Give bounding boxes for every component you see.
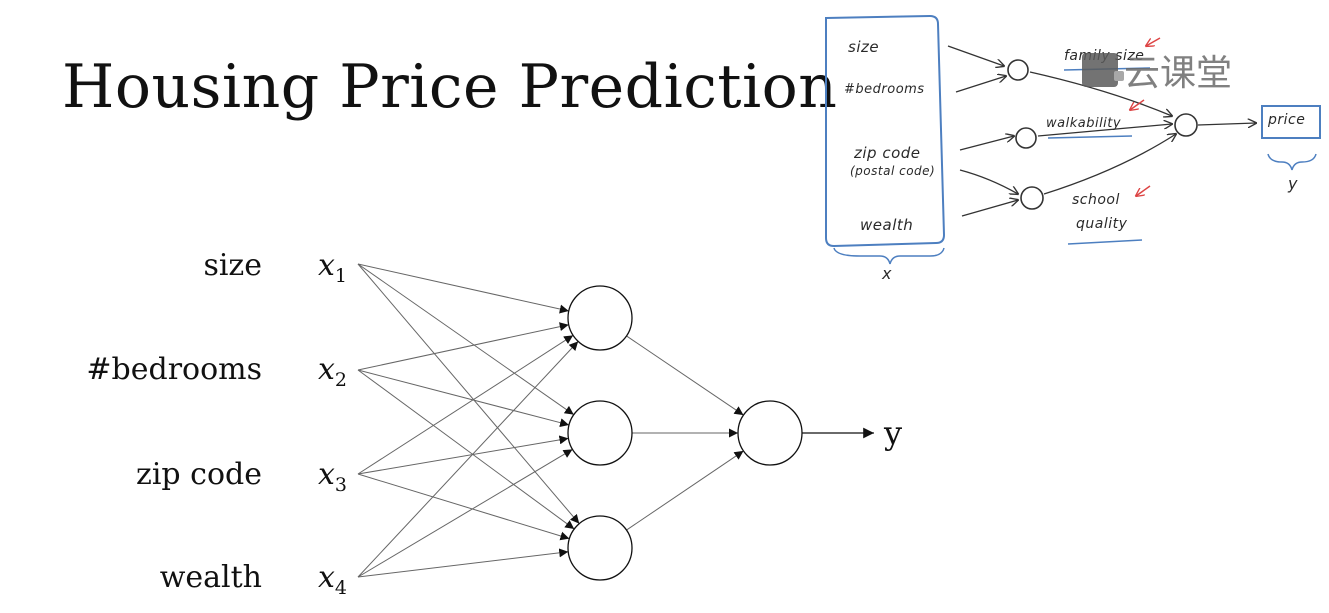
cloud-classroom-logo-icon (1082, 53, 1124, 87)
feature-label-size: size (203, 248, 262, 283)
sketch-input-brace (833, 247, 945, 265)
input-var-x3: x3 (318, 457, 348, 496)
edge-x2-h2 (357, 369, 570, 428)
sketch-input-wealth: wealth (860, 216, 914, 234)
handwritten-sketch: size #bedrooms zip code (postal code) we… (820, 10, 1329, 300)
input-var-x4: x4 (318, 560, 348, 599)
edge-x2-h3 (357, 369, 575, 530)
sketch-drawing (825, 14, 1321, 265)
sketch-output-y: y (1288, 174, 1298, 193)
edge-x4-h2 (357, 448, 573, 578)
watermark: 云课堂 (1082, 44, 1232, 96)
input-var-x1: x1 (318, 248, 348, 287)
input-var-x2: x2 (318, 352, 348, 391)
sketch-hidden-node-2 (1015, 127, 1037, 149)
hidden-node-2 (567, 400, 633, 466)
edge-x3-h1 (357, 334, 574, 475)
output-label-y: y (884, 414, 903, 452)
watermark-text: 云课堂 (1124, 53, 1233, 94)
edge-x2-h1 (357, 322, 569, 371)
sketch-input-bedrooms: #bedrooms (844, 82, 925, 97)
edge-x3-h2 (357, 435, 569, 475)
feature-label-zip-code: zip code (136, 457, 262, 492)
sketch-input-postal-code: (postal code) (850, 164, 936, 178)
sketch-output-node (1174, 113, 1198, 137)
sketch-input-box (825, 14, 946, 248)
edge-x1-h3 (357, 263, 580, 524)
sketch-price-box (1261, 105, 1321, 139)
sketch-hidden-node-1 (1007, 59, 1029, 81)
output-node (737, 400, 803, 466)
edge-x4-h1 (357, 341, 579, 578)
sketch-hidden-school: school (1072, 192, 1120, 208)
sketch-hidden-quality: quality (1076, 216, 1128, 232)
edge-x1-h2 (357, 263, 575, 416)
sketch-input-group-label: x (882, 264, 892, 283)
feature-label-wealth: wealth (159, 560, 262, 595)
feature-label-bedrooms: #bedrooms (86, 352, 262, 387)
edge-x3-h3 (357, 473, 570, 541)
hidden-node-1 (567, 285, 633, 351)
sketch-hidden-walkability: walkability (1046, 116, 1122, 131)
edge-x4-h3 (357, 548, 569, 578)
sketch-output-price: price (1268, 112, 1306, 128)
sketch-hidden-node-3 (1020, 186, 1044, 210)
edge-x1-h1 (357, 263, 569, 314)
sketch-input-size: size (848, 38, 880, 56)
slide-title: Housing Price Prediction (62, 52, 838, 122)
hidden-node-3 (567, 515, 633, 581)
sketch-input-zip-code: zip code (854, 144, 921, 162)
